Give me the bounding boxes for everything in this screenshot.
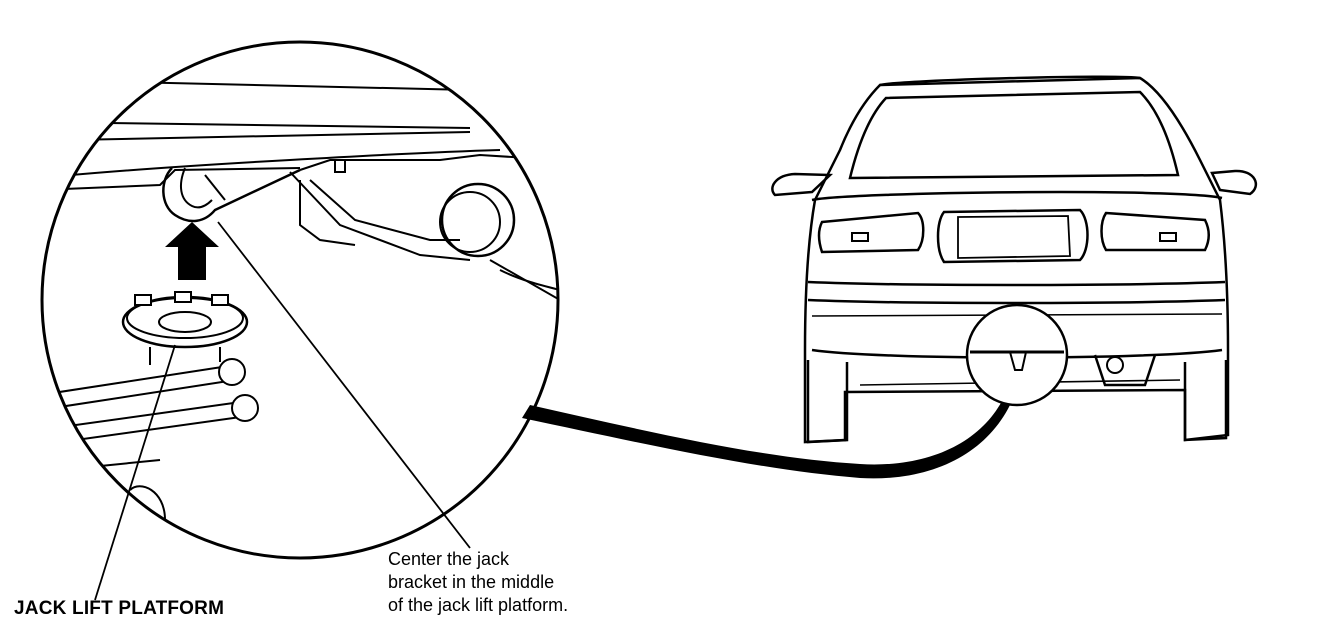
instruction-line: of the jack lift platform.: [388, 595, 569, 615]
lift-direction-arrow: [165, 222, 219, 280]
instruction-line: bracket in the middle: [388, 572, 555, 592]
leader-line-bracket: [217, 221, 471, 549]
magnifier-connector: [522, 401, 1010, 479]
jack-lift-platform-label: JACK LIFT PLATFORM: [14, 598, 225, 619]
car-rear-view: [771, 75, 1258, 444]
instruction-text: Center the jack bracket in the middle of…: [388, 548, 568, 617]
magnified-detail: [40, 40, 560, 560]
instruction-line: Center the jack: [388, 549, 510, 569]
leader-line-platform: [94, 344, 176, 601]
detail-callout-circle: [965, 303, 1069, 407]
